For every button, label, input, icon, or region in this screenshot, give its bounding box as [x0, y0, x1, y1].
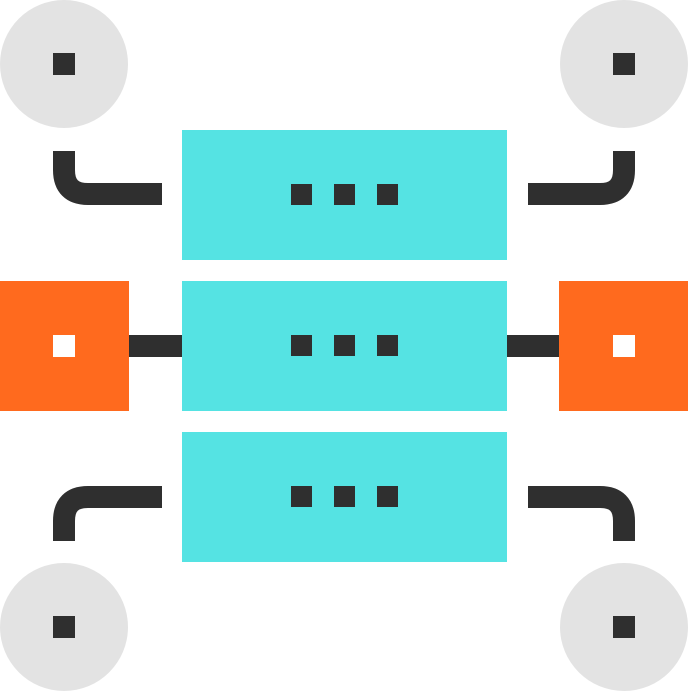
server-unit-bottom [182, 432, 507, 562]
server-unit-top [182, 130, 507, 260]
node-top-left [0, 0, 128, 128]
server-unit-top-indicator-dot [334, 184, 355, 205]
connector-top-right [528, 151, 635, 205]
node-middle-right [559, 281, 688, 411]
server-unit-top-indicator-dot [291, 184, 312, 205]
node-middle-right-dot [613, 335, 635, 357]
node-bottom-right [560, 563, 688, 691]
server-unit-middle [182, 281, 507, 411]
connector-bottom-left [53, 486, 162, 541]
node-bottom-left [0, 563, 128, 691]
node-top-right-dot [613, 53, 635, 75]
server-unit-bottom-indicator-dot [377, 486, 398, 507]
node-bottom-right-dot [613, 616, 635, 638]
server-unit-middle-indicator-dot [334, 335, 355, 356]
server-unit-middle-indicator-dot [291, 335, 312, 356]
node-top-left-dot [53, 53, 75, 75]
connector-bottom-right [528, 486, 635, 541]
server-unit-middle-indicator-dot [377, 335, 398, 356]
connector-top-left [53, 151, 162, 205]
server-unit-bottom-indicator-dot [291, 486, 312, 507]
server-unit-top-indicator-dot [377, 184, 398, 205]
node-bottom-left-dot [53, 616, 75, 638]
server-unit-bottom-indicator-dot [334, 486, 355, 507]
server-rack [182, 130, 507, 562]
node-middle-left-dot [53, 335, 75, 357]
connector-lines [53, 151, 635, 541]
node-top-right [560, 0, 688, 128]
node-middle-left [0, 281, 129, 411]
